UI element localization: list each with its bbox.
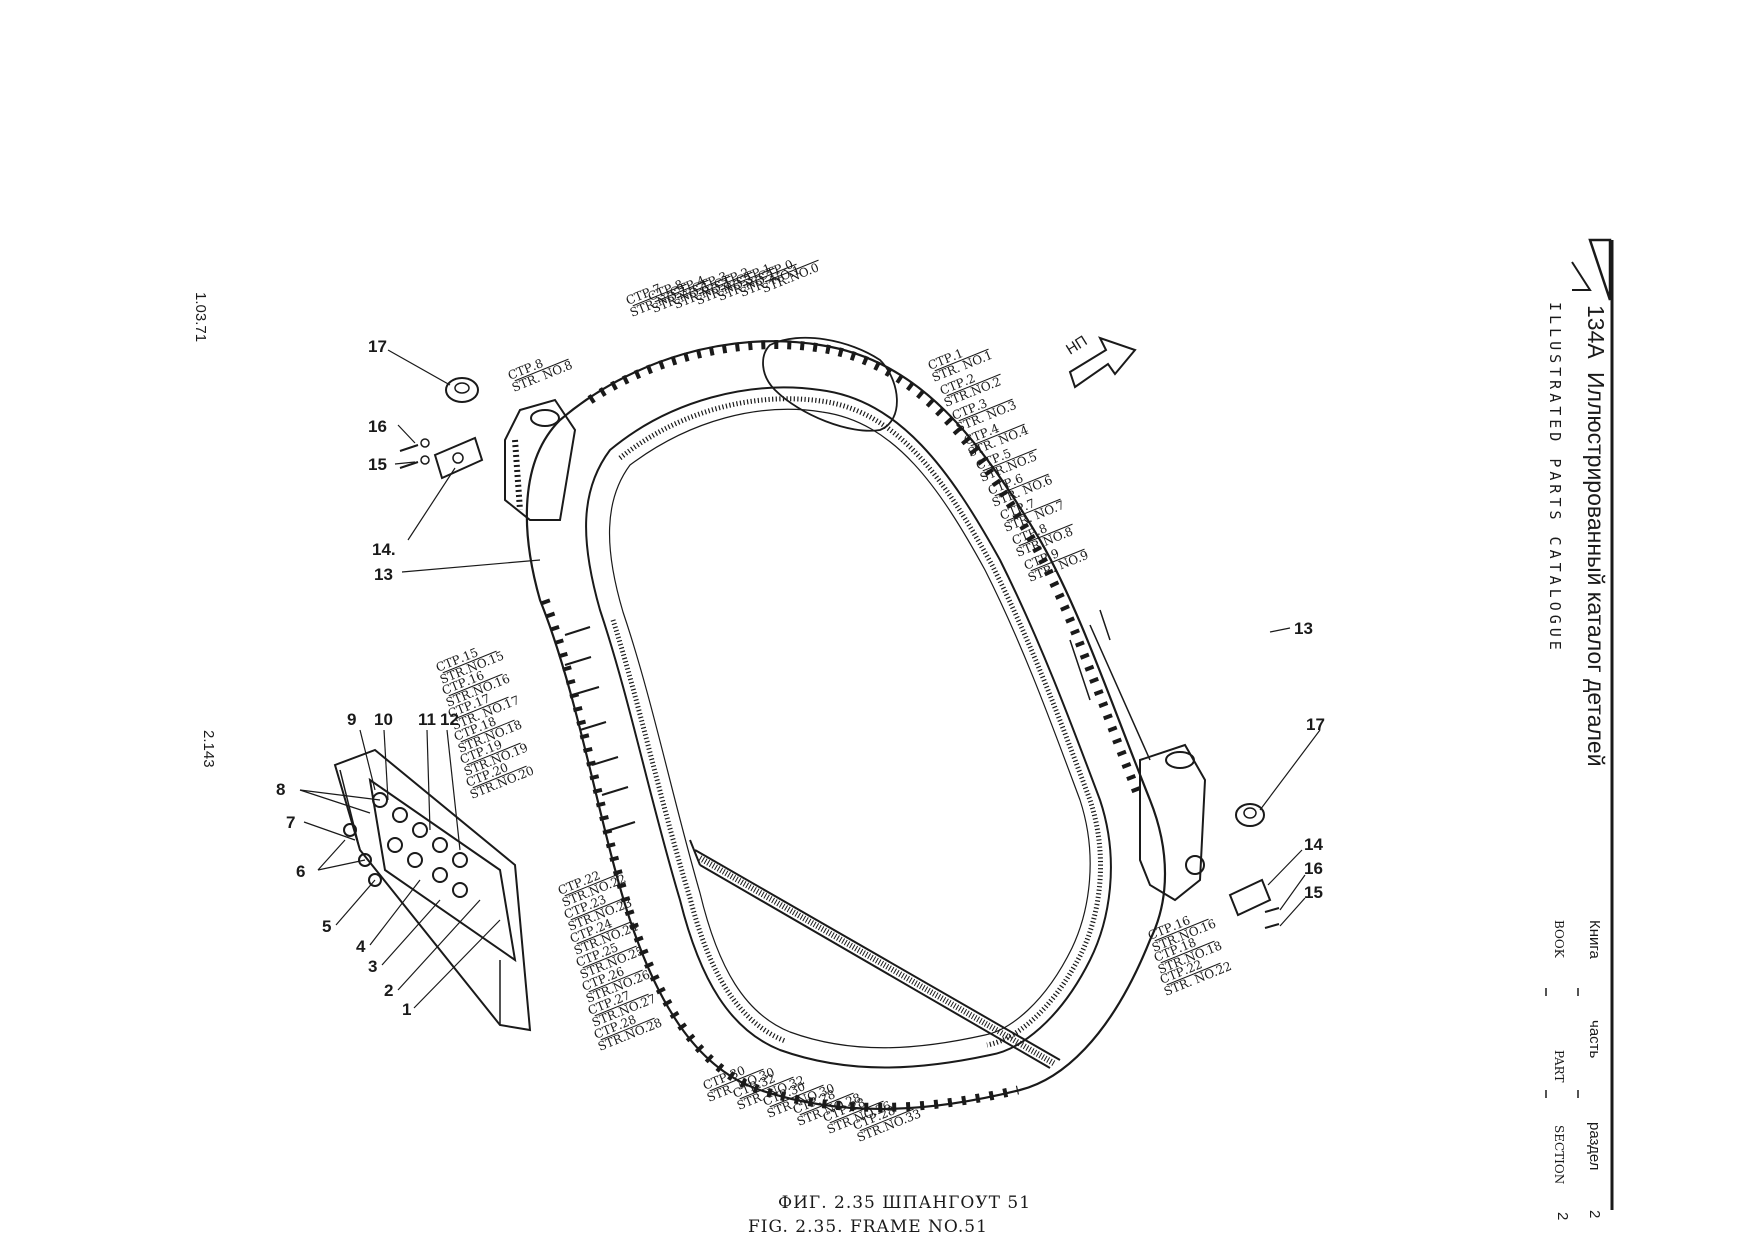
title-english: ILLUSTRATED PARTS CATALOGUE — [1546, 302, 1564, 654]
svg-text:Книга: Книга — [1586, 920, 1603, 960]
model-logo — [1571, 238, 1614, 1210]
stringer-underline-top-right-7 — [1018, 523, 1073, 547]
caption-russian: ФИГ. 2.35 ШПАНГОУТ 51 — [778, 1193, 1031, 1213]
callout-3: 3 — [368, 957, 377, 976]
stringer-underline-right-2 — [1166, 962, 1221, 986]
stringer-underline-left-0 — [442, 650, 497, 674]
stringer-underline-lower-left-6 — [600, 1017, 655, 1041]
book-part-section-en: BOOK PART SECTION 2 — [1545, 920, 1571, 1220]
stringer-underline-right-0 — [1154, 918, 1209, 942]
bolt-cluster — [343, 792, 468, 898]
forward-direction-arrow: НП — [1063, 333, 1137, 389]
stringer-underline-bottom-4 — [829, 1100, 884, 1124]
stringer-underline-lower-left-2 — [576, 921, 631, 945]
stringer-underline-lower-left-3 — [582, 945, 637, 969]
stringer-underline-top-right-8 — [1030, 548, 1085, 572]
callout-10: 10 — [374, 710, 393, 729]
stringer-underline-top-left-6 — [764, 259, 819, 283]
svg-text:2: 2 — [1586, 1210, 1603, 1218]
stringer-underline-top-left-0 — [632, 283, 687, 307]
stringer-underline-bottom-5 — [859, 1108, 914, 1132]
caption-english: FIG. 2.35. FRAME NO.51 — [748, 1217, 988, 1237]
stringer-underline-left-5 — [472, 765, 527, 789]
callout-13-right: 13 — [1294, 619, 1313, 638]
detail-bracket-assembly — [333, 748, 532, 1032]
stringer-underline-left-2 — [454, 696, 509, 720]
stringer-underline-bottom-0 — [709, 1068, 764, 1092]
parts-group-right — [1228, 803, 1280, 929]
callout-5: 5 — [322, 917, 331, 936]
callout-13: 13 — [374, 565, 393, 584]
stringer-underline-top-left-1 — [654, 279, 709, 303]
frame-ring — [504, 336, 1207, 1112]
stringer-underline-top-right-2 — [958, 398, 1013, 422]
callout-numbers: 17 16 15 14. 13 9 10 11 12 8 7 6 5 4 3 2… — [276, 337, 1325, 1019]
nut-part-17-right — [1235, 803, 1265, 827]
screw-parts-15-16 — [399, 438, 430, 469]
callout-14: 14. — [372, 540, 396, 559]
stringer-underline-bottom-1 — [739, 1076, 794, 1100]
svg-text:BOOK: BOOK — [1552, 920, 1566, 959]
stringer-underline-right-1 — [1160, 940, 1215, 964]
stringer-underline-top-left-2 — [676, 275, 731, 299]
svg-text:раздел: раздел — [1586, 1122, 1603, 1170]
stringer-underline-top-right-0 — [934, 348, 989, 372]
callout-14-right: 14 — [1304, 835, 1323, 854]
stringer-underline-top-left-3 — [698, 271, 753, 295]
stringer-underline-bottom-3 — [799, 1092, 854, 1116]
svg-text:SECTION: SECTION — [1552, 1125, 1566, 1184]
figure-caption: ФИГ. 2.35 ШПАНГОУТ 51 FIG. 2.35. FRAME N… — [748, 1193, 1031, 1237]
callout-9: 9 — [347, 710, 356, 729]
page-number: 2.143 — [200, 730, 217, 768]
nut-part-17 — [445, 377, 479, 403]
callout-15-right: 15 — [1304, 883, 1323, 902]
callout-1: 1 — [402, 1000, 411, 1019]
catalog-header: 134A Иллюстрированный каталог деталей IL… — [1545, 238, 1614, 1220]
stringer-underline-top-left-4 — [720, 267, 775, 291]
callout-4: 4 — [356, 937, 366, 956]
stringer-underline-lower-left-1 — [570, 897, 625, 921]
stringer-underline-left-1 — [448, 673, 503, 697]
svg-text:2: 2 — [1554, 1212, 1571, 1220]
stringer-underline-bottom-2 — [769, 1084, 824, 1108]
callout-6: 6 — [296, 862, 305, 881]
stringer-underline-top-right-5 — [994, 473, 1049, 497]
stringer-underline-top-left-5 — [742, 263, 797, 287]
stringer-underline-top-right-1 — [946, 373, 1001, 397]
callout-8: 8 — [276, 780, 285, 799]
stringer-labels: СТР.7STR.NO.7СТР.8STR.NO.6СТР.4STR.NO.4С… — [434, 257, 1234, 1145]
callout-15: 15 — [368, 455, 387, 474]
callout-17-right: 17 — [1306, 715, 1325, 734]
title-russian: Иллюстрированный каталог деталей — [1583, 372, 1609, 767]
plate-part-14 — [433, 436, 484, 480]
callout-16-right: 16 — [1304, 859, 1323, 878]
stringer-underline-lower-left-5 — [594, 993, 649, 1017]
callout-leaders — [299, 349, 1321, 1009]
callout-16: 16 — [368, 417, 387, 436]
stringer-underline-upper-left-0 — [514, 358, 569, 382]
callout-12: 12 — [440, 710, 459, 729]
callout-11: 11 — [418, 710, 436, 729]
svg-text:PART: PART — [1552, 1050, 1566, 1082]
stringer-underline-lower-left-4 — [588, 969, 643, 993]
direction-label: НП — [1063, 333, 1090, 359]
callout-7: 7 — [286, 813, 295, 832]
callout-2: 2 — [384, 981, 393, 1000]
stringer-underline-left-3 — [460, 719, 515, 743]
parts-group-top-left — [399, 377, 484, 480]
stringer-underline-top-right-4 — [982, 448, 1037, 472]
stringer-underline-top-right-6 — [1006, 498, 1061, 522]
plate-part-14-right — [1228, 878, 1272, 917]
stringer-underline-left-4 — [466, 742, 521, 766]
stringer-underline-top-right-3 — [970, 423, 1025, 447]
model-label: 134A — [1583, 305, 1609, 359]
book-part-section-ru: Книга часть раздел 2 — [1577, 920, 1603, 1218]
svg-text:часть: часть — [1586, 1020, 1603, 1059]
date-code: 1.03.71 — [192, 292, 209, 342]
stringer-underline-lower-left-0 — [564, 873, 619, 897]
callout-17: 17 — [368, 337, 387, 356]
